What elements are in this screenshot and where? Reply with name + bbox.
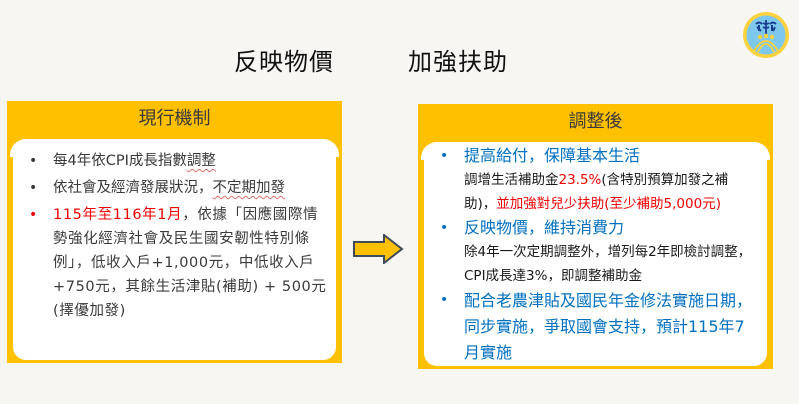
list-item: • 115年至116年1月，依據「因應國際情勢強化經濟社會及民生國安韌性特別條例…: [23, 203, 328, 323]
bullet-icon: •: [440, 148, 449, 164]
item-text-underlined: 調整: [186, 153, 216, 169]
bullet-icon: •: [29, 207, 38, 223]
item-heading: 反映物價，維持消費力: [464, 218, 625, 237]
current-mechanism-panel: 現行機制 • 每4年依CPI成長指數調整 • 依社會及經濟發展狀況，不定期加發 …: [7, 101, 342, 363]
item-highlight: 115年至116年1月: [53, 207, 183, 223]
after-adjustment-panel: 調整後 • 提高給付，保障基本生活 調增生活補助金23.5%(含特別預算加發之補…: [418, 104, 773, 369]
list-item: • 配合老農津貼及國民年金修法實施日期，同步實施，爭取國會支持，預計115年7月…: [434, 288, 759, 366]
title-part-1: 反映物價: [234, 48, 334, 76]
slide-title: 反映物價 加強扶助: [0, 42, 799, 78]
title-part-2: 加強扶助: [408, 48, 508, 76]
item-heading: 配合老農津貼及國民年金修法實施日期，同步實施，爭取國會支持，預計115年7月實施: [464, 291, 753, 362]
ministry-of-health-and-welfare-logo-icon: [743, 12, 789, 58]
bullet-icon: •: [440, 292, 449, 308]
item-description: 除4年一次定期調整外，增列每2年即檢討調整，CPI成長達3%，即調整補助金: [464, 244, 752, 284]
item-text: 依社會及經濟發展狀況，: [53, 180, 213, 196]
bullet-icon: •: [440, 220, 449, 236]
item-heading: 提高給付，保障基本生活: [464, 146, 641, 165]
child-support-highlight: 並加強對兒少扶助(至少補助5,000元): [496, 196, 721, 212]
bullet-icon: •: [29, 153, 38, 169]
current-mechanism-body: • 每4年依CPI成長指數調整 • 依社會及經濟發展狀況，不定期加發 • 115…: [10, 139, 339, 363]
item-text-underlined: 不定期加發: [212, 180, 286, 196]
item-text: ，依據「因應國際情勢強化經濟社會及民生國安韌性特別條例」，低收入戶+1,000元…: [53, 207, 327, 319]
bullet-icon: •: [29, 180, 38, 196]
list-item: • 提高給付，保障基本生活 調增生活補助金23.5%(含特別預算加發之補助)，並…: [434, 144, 759, 216]
right-arrow-icon: [353, 234, 404, 264]
after-adjustment-body: • 提高給付，保障基本生活 調增生活補助金23.5%(含特別預算加發之補助)，並…: [421, 142, 770, 369]
percent-highlight: 23.5%: [558, 172, 602, 188]
list-item: • 每4年依CPI成長指數調整: [23, 149, 328, 173]
current-mechanism-header: 現行機制: [138, 108, 211, 129]
item-text: 每4年依CPI成長指數: [53, 153, 187, 169]
after-adjustment-header: 調整後: [568, 111, 623, 132]
item-description: 調增生活補助金23.5%(含特別預算加發之補助)，並加強對兒少扶助(至少補助5,…: [464, 172, 729, 212]
list-item: • 反映物價，維持消費力 除4年一次定期調整外，增列每2年即檢討調整，CPI成長…: [434, 216, 759, 288]
list-item: • 依社會及經濟發展狀況，不定期加發: [23, 176, 328, 200]
